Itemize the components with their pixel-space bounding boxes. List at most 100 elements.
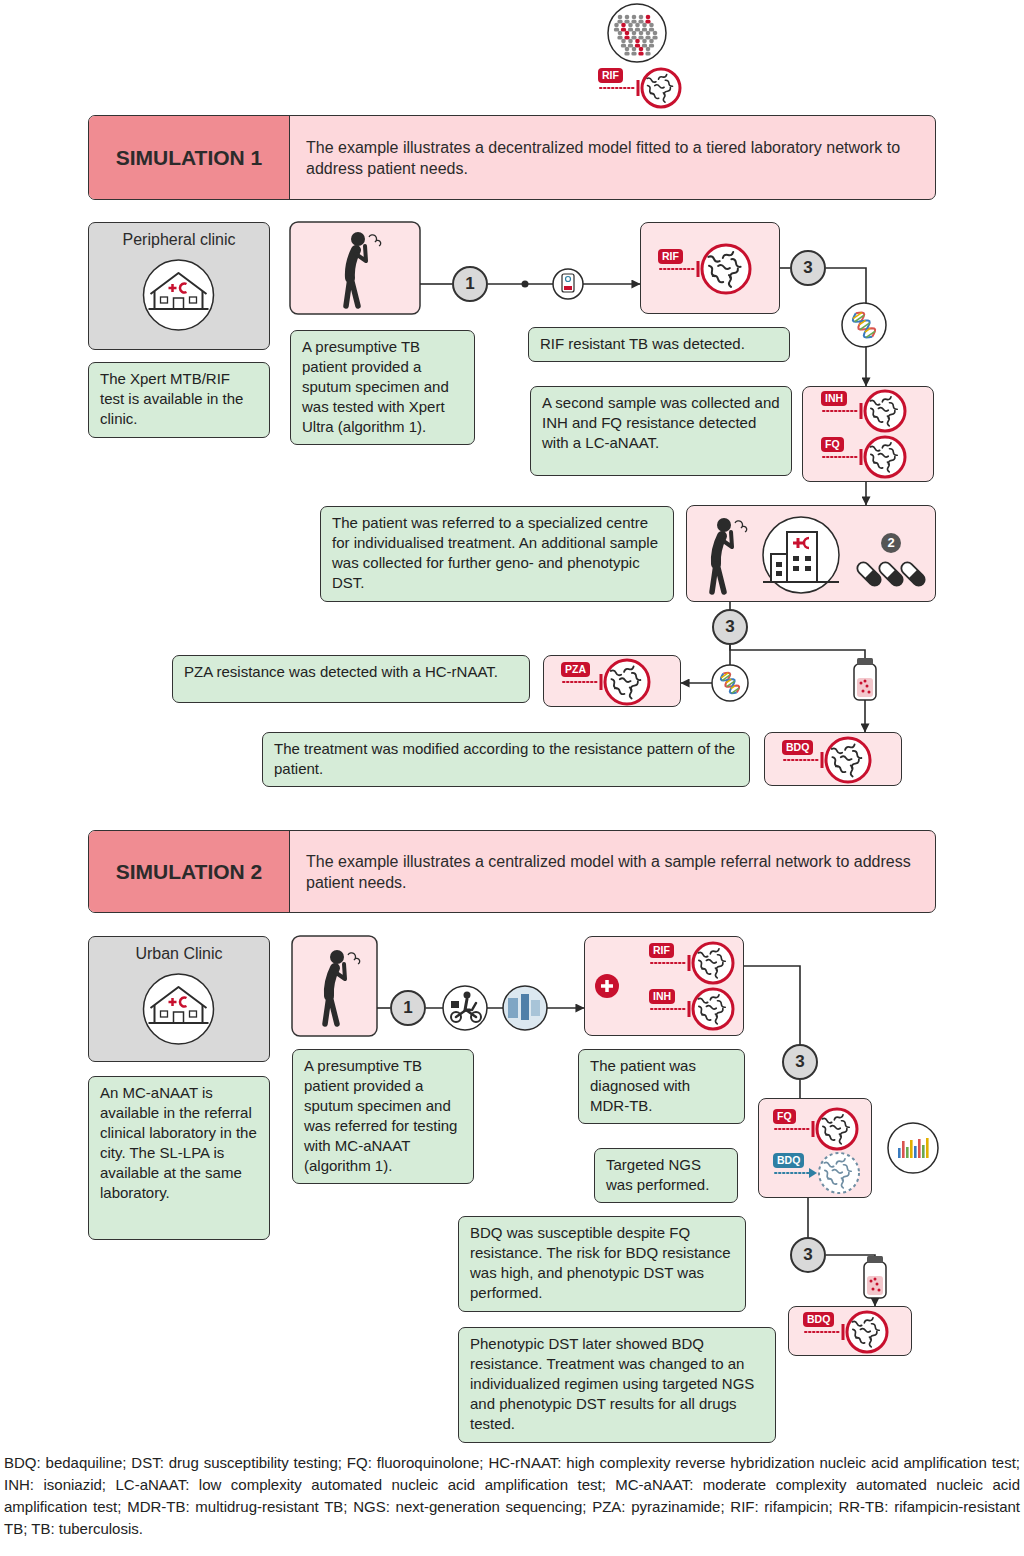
courier-icon xyxy=(465,999,470,1010)
bacteria-icon xyxy=(712,275,724,284)
note-text: A presumptive TB patient provided a sput… xyxy=(302,337,463,437)
pills-icon xyxy=(877,560,905,588)
banner-text: The example illustrates a decentralized … xyxy=(290,116,935,199)
patient-icon xyxy=(348,953,360,964)
dna-icon xyxy=(727,681,735,687)
bacteria-icon xyxy=(886,462,890,472)
bacteria-icon xyxy=(610,670,621,676)
clinic-icon xyxy=(151,987,207,1008)
hospital-icon xyxy=(804,538,809,548)
population-icon xyxy=(624,20,629,24)
note-text: The patient was diagnosed with MDR-TB. xyxy=(590,1056,733,1116)
resistance-symbol xyxy=(651,1008,687,1010)
culture-bottle-icon xyxy=(864,1256,886,1298)
dna-icon xyxy=(842,303,886,347)
step-circle: 1 xyxy=(452,266,488,302)
bacteria-icon xyxy=(655,84,665,88)
patient-icon xyxy=(356,246,366,261)
patient-icon xyxy=(325,996,337,1024)
population-icon xyxy=(645,20,650,24)
population-icon xyxy=(653,31,658,36)
hospital-icon xyxy=(763,581,839,583)
laboratory-icon xyxy=(521,994,529,1020)
flow-connector xyxy=(744,966,800,1044)
clinic-icon xyxy=(174,298,184,309)
clinic-icon xyxy=(169,998,177,1006)
population-icon xyxy=(621,28,626,32)
culture-bottle-icon xyxy=(854,664,876,700)
drug-badge: BDQ xyxy=(782,740,813,755)
note-box: The Xpert MTB/RIF test is available in t… xyxy=(88,362,270,438)
clinic-label: Peripheral clinic xyxy=(89,223,269,249)
bacteria-icon xyxy=(620,678,631,683)
note-text: BDQ was susceptible despite FQ resistanc… xyxy=(470,1223,734,1303)
drug-badge: PZA xyxy=(561,662,590,677)
clinic-icon xyxy=(180,284,187,293)
resistance-symbol xyxy=(823,456,859,458)
bacteria-icon xyxy=(642,69,680,107)
bacteria-icon xyxy=(714,968,718,978)
resistance-symbol xyxy=(600,87,636,89)
culture-bottle-icon xyxy=(867,1256,883,1263)
result-box: INHFQ xyxy=(802,386,934,482)
population-icon xyxy=(621,39,626,44)
bacteria-icon xyxy=(817,1109,857,1149)
note-text: A presumptive TB patient provided a sput… xyxy=(304,1056,462,1176)
population-icon xyxy=(628,44,633,48)
dna-icon xyxy=(719,670,741,695)
dna-icon xyxy=(732,688,739,693)
step-number: 3 xyxy=(792,252,824,284)
icon-layer xyxy=(687,506,937,603)
culture-bottle-icon xyxy=(854,658,876,700)
population-icon xyxy=(645,52,650,56)
resistance-symbol xyxy=(812,1121,815,1137)
resistance-symbol xyxy=(842,1324,845,1340)
resistance-symbol xyxy=(697,261,700,277)
resistance-symbol xyxy=(660,268,696,270)
result-box: BDQ xyxy=(788,1306,912,1356)
bacteria-icon xyxy=(714,1014,718,1024)
bacteria-icon xyxy=(889,402,898,410)
population-icon xyxy=(608,4,666,62)
bacteria-icon xyxy=(836,1158,846,1165)
flow-connector xyxy=(807,1198,809,1237)
bacteria-icon xyxy=(710,948,720,955)
dna-icon xyxy=(712,665,748,701)
dna-icon xyxy=(719,670,741,695)
laboratory-icon xyxy=(503,986,547,1030)
bacteria-icon xyxy=(605,660,649,704)
population-icon xyxy=(642,44,647,48)
abbreviations-caption: BDQ: bedaquiline; DST: drug susceptibili… xyxy=(4,1452,1020,1540)
bacteria-icon xyxy=(628,687,633,698)
bacteria-icon xyxy=(665,79,674,87)
note-text: A second sample was collected and INH an… xyxy=(542,393,780,453)
flow-connector xyxy=(730,645,865,732)
flow-dot xyxy=(522,281,529,288)
bacteria-icon xyxy=(706,1005,716,1009)
drug-badge: FQ xyxy=(821,437,844,452)
dna-icon xyxy=(712,665,748,701)
flow-line xyxy=(420,283,452,285)
population-icon xyxy=(624,52,629,56)
patient-icon xyxy=(346,278,358,306)
clinic-icon xyxy=(151,273,207,294)
cartridge-icon xyxy=(564,286,572,290)
note-box: Targeted NGS was performed. xyxy=(594,1148,738,1203)
population-icon xyxy=(646,15,651,20)
pills-icon xyxy=(855,560,883,588)
resistance-symbol xyxy=(651,962,687,964)
sequencing-icon xyxy=(914,1146,917,1158)
courier-icon xyxy=(464,992,471,999)
culture-bottle-icon xyxy=(862,690,865,693)
culture-bottle-icon xyxy=(860,682,863,685)
patient-box xyxy=(292,936,377,1036)
result-box: PZA xyxy=(543,655,681,707)
bacteria-icon xyxy=(825,1134,835,1141)
population-icon xyxy=(632,31,637,36)
bacteria-icon xyxy=(860,1328,870,1332)
culture-bottle-icon xyxy=(864,1262,886,1298)
clinic-icon xyxy=(180,998,187,1007)
resistance-symbol xyxy=(860,449,863,465)
population-icon xyxy=(635,44,640,48)
population-icon xyxy=(631,20,636,24)
